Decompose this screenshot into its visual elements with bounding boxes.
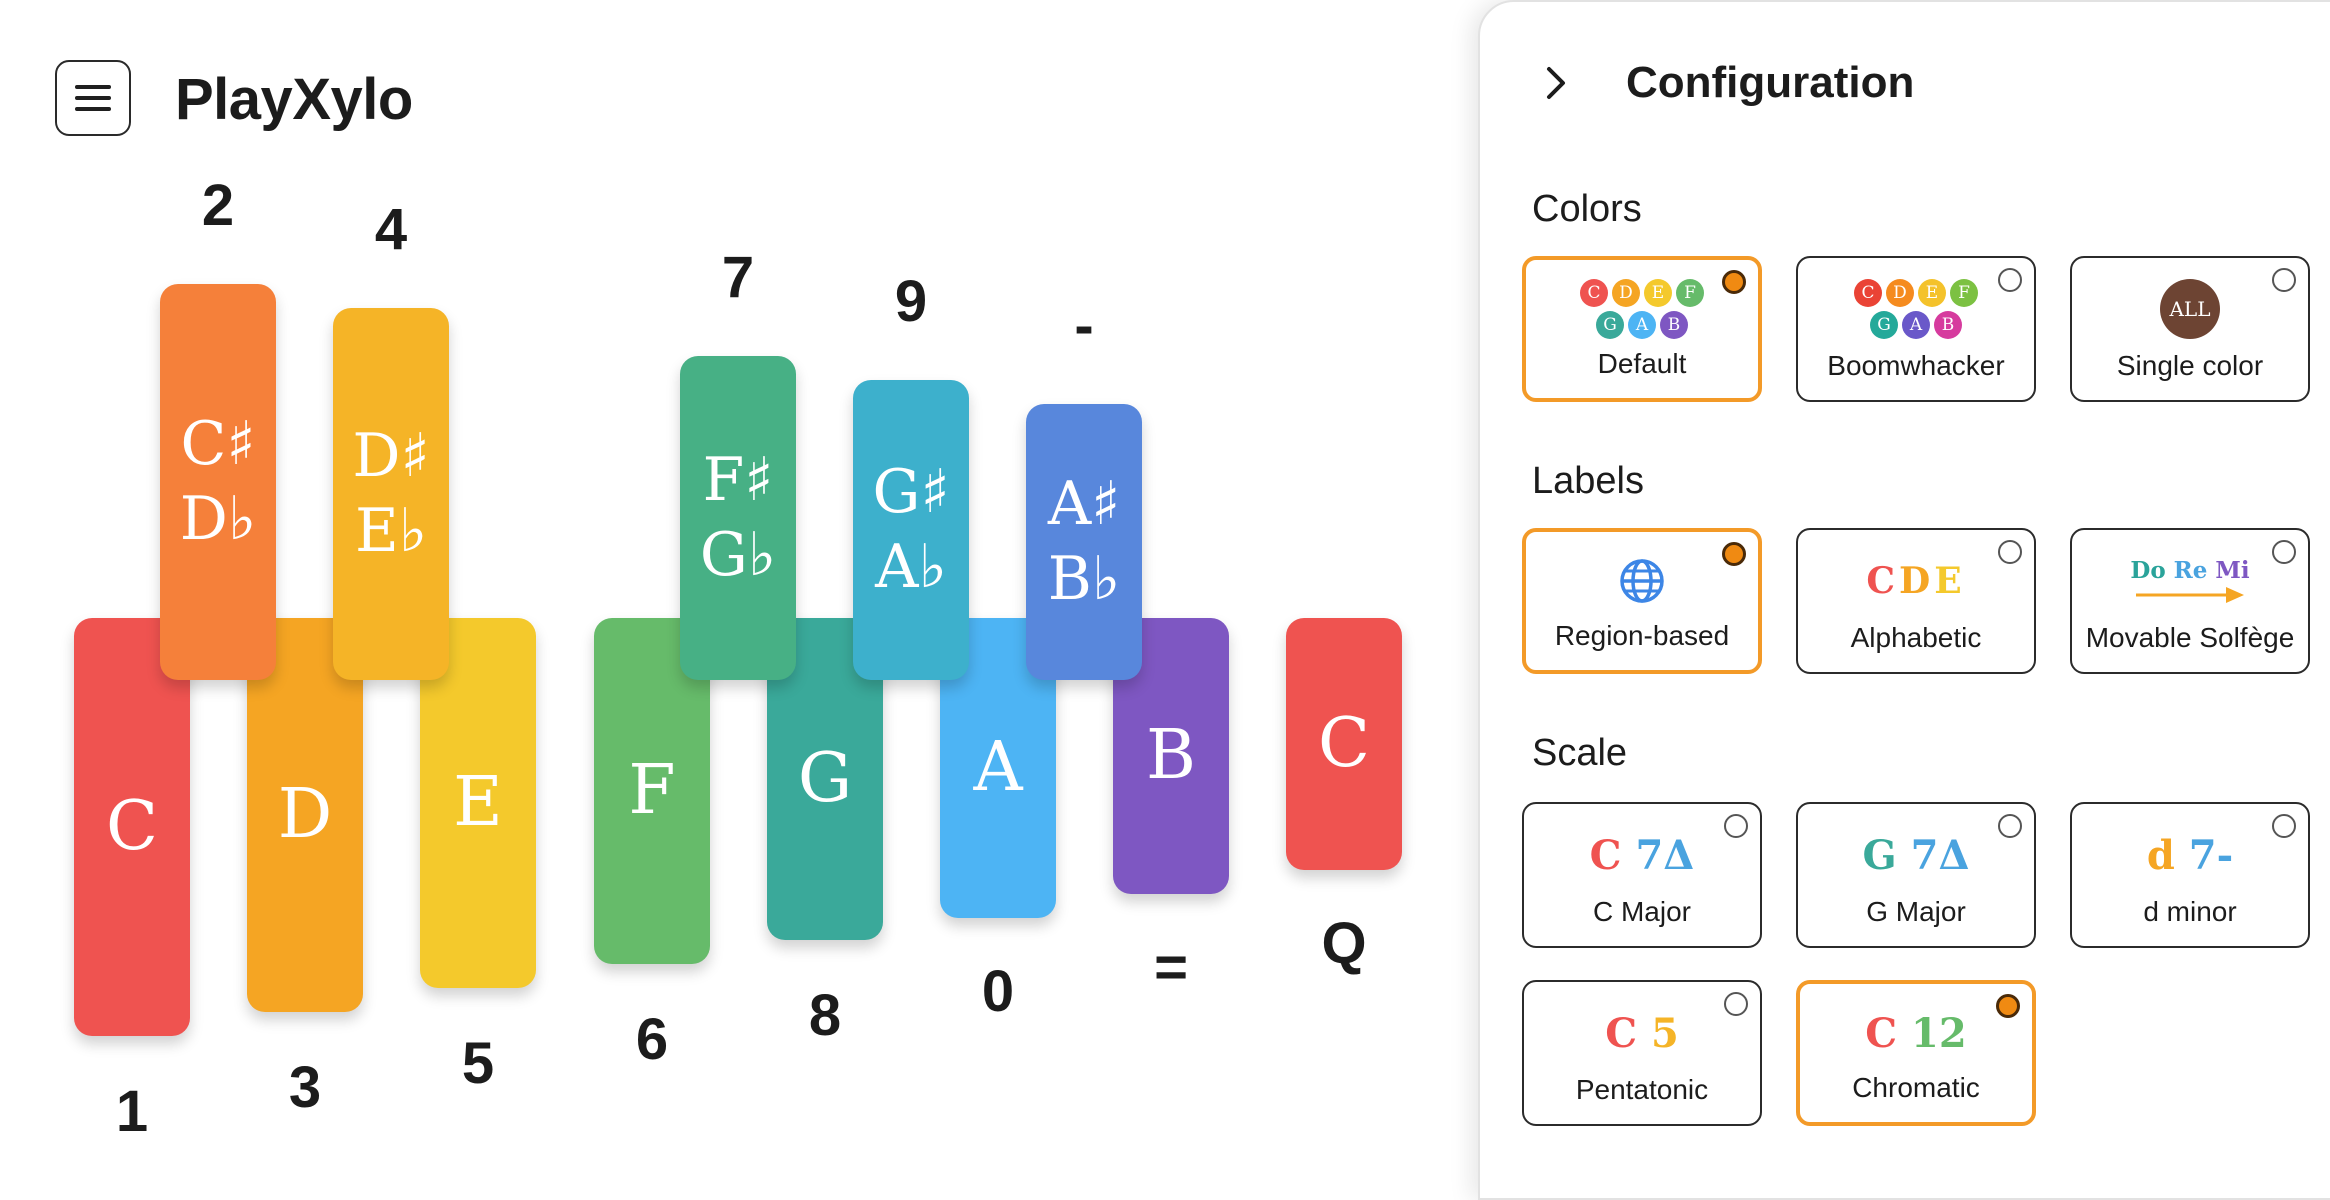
bar-c[interactable]: C [74, 618, 190, 1036]
key-label: Q [1321, 911, 1367, 976]
radio-indicator [1998, 540, 2022, 564]
hamburger-icon [75, 85, 111, 111]
letter-c: C [1866, 560, 1899, 602]
key-label: 7 [721, 245, 755, 310]
bar-d-sharp[interactable]: D♯ E♭ [333, 308, 449, 680]
key-label: 4 [374, 197, 408, 262]
label-option-region-based[interactable]: Region-based [1522, 528, 1762, 674]
radio-indicator [1998, 814, 2022, 838]
key-label: 6 [635, 1007, 669, 1072]
solfege-do: Do [2130, 556, 2166, 584]
scale-option-pentatonic[interactable]: C 5 Pentatonic [1522, 980, 1762, 1126]
bar-d[interactable]: D [247, 618, 363, 1012]
radio-indicator [2272, 814, 2296, 838]
color-dot-a: A [1628, 311, 1656, 339]
menu-button[interactable] [55, 60, 131, 136]
radio-indicator [1996, 994, 2020, 1018]
letter-d: D [1898, 560, 1935, 602]
color-dot-d: D [1612, 279, 1640, 307]
xylophone: C D E F G A B C C♯ D♭ D♯ E♭ F♯ G♭ G♯ A♭ … [74, 173, 1402, 1144]
radio-indicator [2272, 540, 2296, 564]
key-label: 3 [288, 1055, 322, 1120]
color-dot-d: D [1886, 279, 1914, 307]
color-dot-a: A [1902, 311, 1930, 339]
color-dot-c: C [1854, 279, 1882, 307]
key-label: 9 [894, 269, 928, 334]
scale-option-c-major[interactable]: C 7Δ C Major [1522, 802, 1762, 948]
bar-high-c[interactable]: C [1286, 618, 1402, 870]
scale-option-d-minor[interactable]: d 7- d minor [2070, 802, 2310, 948]
section-title-labels: Labels [1532, 460, 1644, 502]
chevron-right-icon [1547, 67, 1565, 99]
solfege-re: Re [2173, 556, 2208, 584]
scale-option-chromatic[interactable]: C 12 Chromatic [1796, 980, 2036, 1126]
color-dot-f: F [1676, 279, 1704, 307]
color-dot-f: F [1950, 279, 1978, 307]
radio-indicator [1998, 268, 2022, 292]
key-label: 2 [201, 173, 235, 238]
app-title: PlayXylo [175, 67, 413, 132]
collapse-panel-button[interactable] [1536, 63, 1576, 103]
bar-e[interactable]: E [420, 618, 536, 988]
bar-g-sharp[interactable]: G♯ A♭ [853, 380, 969, 680]
solfege-mi: Mi [2215, 556, 2250, 584]
color-dot-b: B [1660, 311, 1688, 339]
key-label: = [1154, 935, 1188, 1000]
all-badge: ALL [2160, 279, 2220, 339]
bar-f-sharp[interactable]: F♯ G♭ [680, 356, 796, 680]
section-title-colors: Colors [1532, 188, 1642, 230]
bar-f[interactable]: F [594, 618, 710, 964]
scale-option-g-major[interactable]: G 7Δ G Major [1796, 802, 2036, 948]
color-option-single-color[interactable]: ALL Single color [2070, 256, 2310, 402]
color-dot-b: B [1934, 311, 1962, 339]
radio-indicator [1722, 270, 1746, 294]
radio-indicator [1722, 542, 1746, 566]
radio-indicator [1724, 814, 1748, 838]
key-label: 5 [461, 1031, 495, 1096]
color-dot-e: E [1644, 279, 1672, 307]
color-dot-g: G [1870, 311, 1898, 339]
bar-a-sharp[interactable]: A♯ B♭ [1026, 404, 1142, 680]
color-dot-c: C [1580, 279, 1608, 307]
color-dot-g: G [1596, 311, 1624, 339]
key-label: - [1074, 293, 1094, 358]
section-title-scale: Scale [1532, 732, 1628, 774]
label-option-alphabetic[interactable]: CDE Alphabetic [1796, 528, 2036, 674]
color-dot-e: E [1918, 279, 1946, 307]
key-label: 8 [808, 983, 842, 1048]
alphabetic-preview: CDE [1866, 560, 1965, 602]
panel-title: Configuration [1626, 58, 1915, 107]
globe-icon [1620, 559, 1664, 603]
panel-header: Configuration [1536, 58, 1914, 108]
bar-c-sharp[interactable]: C♯ D♭ [160, 284, 276, 680]
radio-indicator [2272, 268, 2296, 292]
key-label: 0 [981, 959, 1015, 1024]
key-label: 1 [115, 1079, 149, 1144]
radio-indicator [1724, 992, 1748, 1016]
letter-e: E [1934, 560, 1966, 602]
arrow-right-icon [2136, 586, 2244, 603]
